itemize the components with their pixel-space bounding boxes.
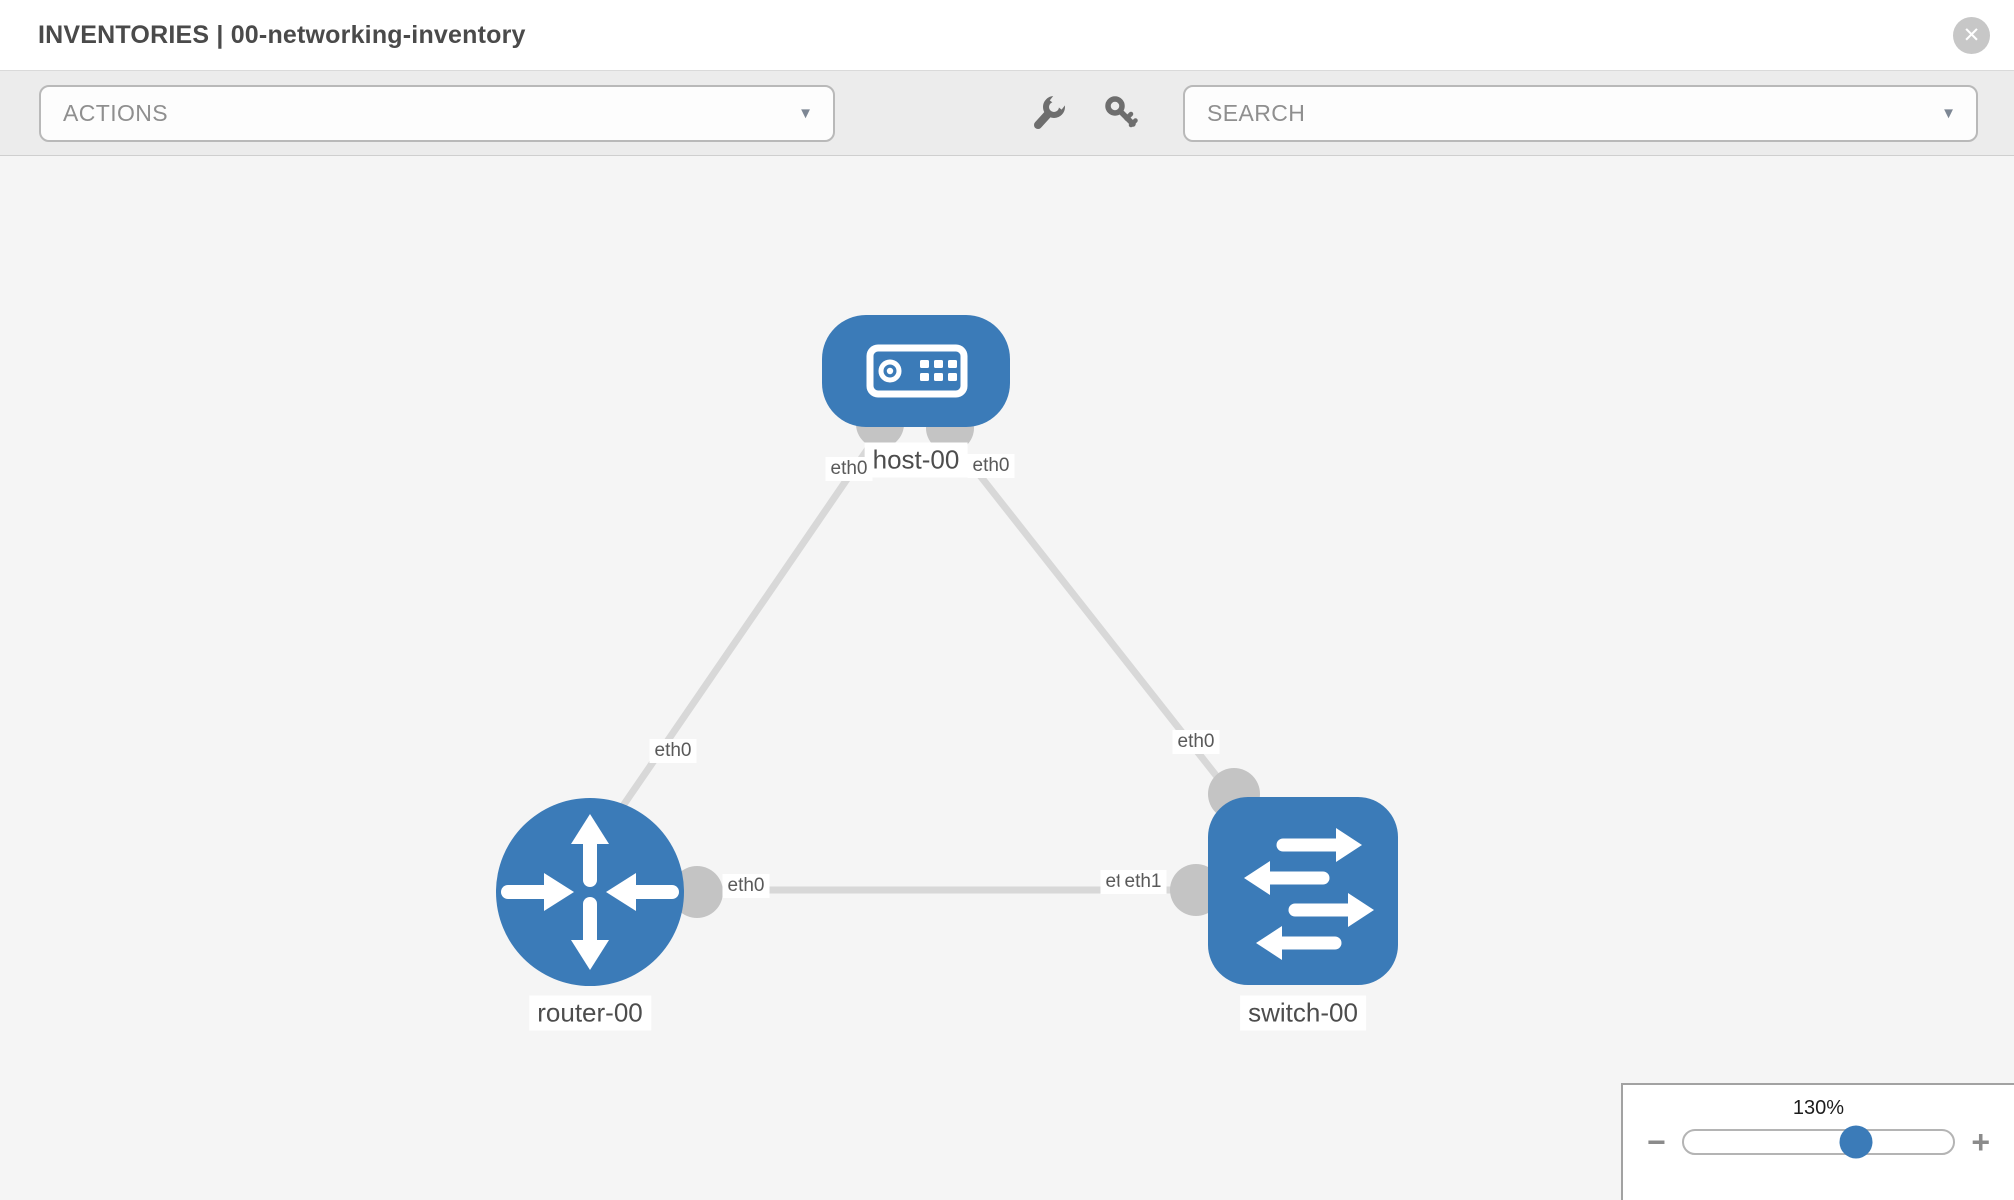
zoom-level-label: 130% xyxy=(1792,1097,1845,1119)
zoom-panel: 130% − + xyxy=(1621,1083,2014,1200)
interface-label: eth0 xyxy=(649,739,697,763)
interface-label: eth0 xyxy=(722,874,770,898)
search-dropdown-label: SEARCH xyxy=(1207,99,1306,126)
interface-label: eth0 xyxy=(967,454,1015,478)
node-label-host: host-00 xyxy=(864,442,968,478)
router-icon xyxy=(501,814,679,970)
links xyxy=(613,432,1236,894)
window-header: INVENTORIES | 00-networking-inventory ✕ xyxy=(0,0,2014,70)
actions-dropdown-label: ACTIONS xyxy=(63,99,169,126)
interface-dots xyxy=(671,400,1260,918)
close-icon: ✕ xyxy=(1962,24,1981,47)
interface-label: eth0 xyxy=(1172,730,1220,754)
node-switch-00[interactable] xyxy=(1208,797,1398,985)
switch-icon xyxy=(1244,828,1374,960)
zoom-slider-handle[interactable] xyxy=(1839,1125,1873,1159)
topology-canvas[interactable]: host-00 eth0 eth0 eth0 eth0 eth0 eth0 et… xyxy=(0,156,2014,1200)
interface-label: eth0 xyxy=(825,457,873,481)
actions-dropdown[interactable]: ACTIONS ▼ xyxy=(39,84,835,142)
search-dropdown[interactable]: SEARCH ▼ xyxy=(1183,84,1978,142)
toolbar: ACTIONS ▼ SEARCH ▼ xyxy=(0,70,2014,156)
node-label-switch: switch-00 xyxy=(1240,995,1366,1031)
zoom-out-button[interactable]: − xyxy=(1647,1124,1666,1160)
chevron-down-icon: ▼ xyxy=(798,104,813,122)
zoom-slider[interactable] xyxy=(1681,1125,1956,1159)
interface-dot[interactable] xyxy=(671,866,723,918)
host-icon xyxy=(866,344,968,398)
close-button[interactable]: ✕ xyxy=(1953,17,1990,54)
interface-label: eth1 xyxy=(1119,870,1167,894)
key-icon xyxy=(1105,96,1138,128)
chevron-down-icon: ▼ xyxy=(1941,104,1956,122)
page-title: INVENTORIES | 00-networking-inventory xyxy=(38,20,526,49)
key-button[interactable] xyxy=(1100,93,1140,133)
node-router-00[interactable] xyxy=(496,798,684,986)
node-host-00[interactable] xyxy=(822,315,1010,427)
wrench-icon xyxy=(1034,95,1068,129)
zoom-in-button[interactable]: + xyxy=(1971,1124,1990,1160)
node-label-router: router-00 xyxy=(529,995,651,1031)
wrench-button[interactable] xyxy=(1030,93,1070,133)
